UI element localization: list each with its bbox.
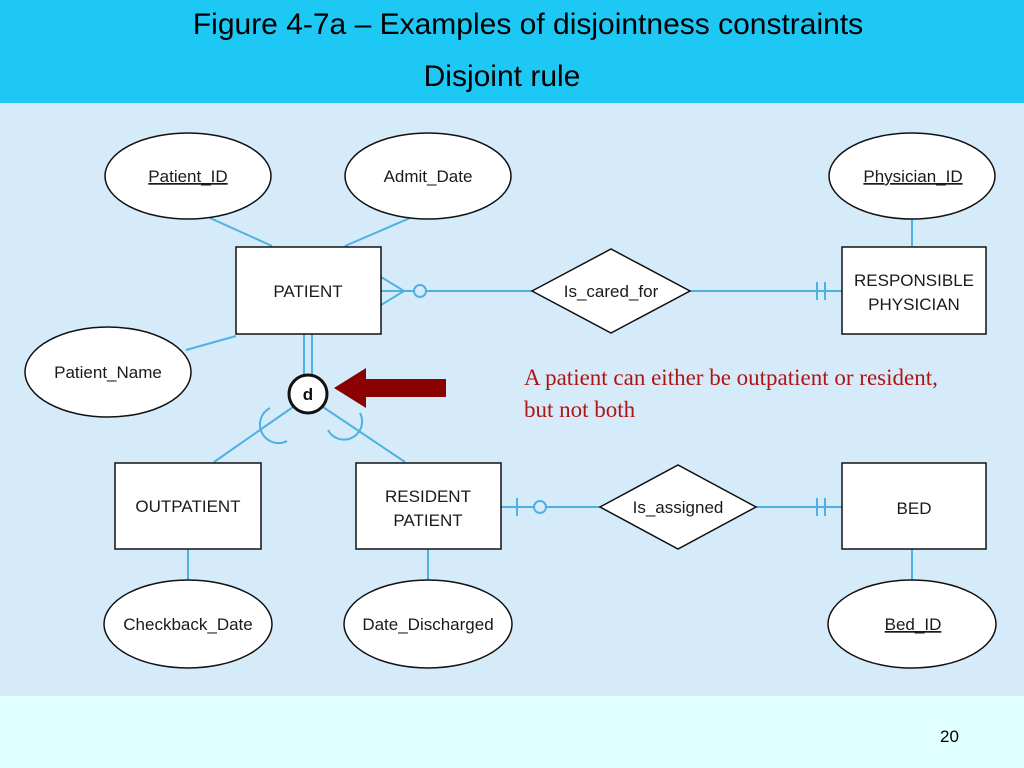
label-patient-id: Patient_ID [148, 167, 227, 186]
relationship-is-cared-for [530, 248, 692, 334]
attribute-physician-id [828, 132, 996, 220]
label-is-cared-for: Is_cared_for [564, 282, 659, 301]
subset-arc-right [327, 412, 364, 441]
label-patient: PATIENT [273, 282, 342, 301]
entity-bed [841, 462, 987, 550]
label-bed: BED [897, 499, 932, 518]
label-bed-id: Bed_ID [885, 615, 942, 634]
entity-patient [235, 246, 382, 335]
label-resident-patient: PATIENT [393, 511, 462, 530]
attribute-bed-id [827, 579, 997, 669]
disjoint-annotation: A patient can either be outpatient or re… [524, 365, 938, 422]
line-patient-id [209, 217, 273, 247]
label-patient-name: Patient_Name [54, 363, 162, 382]
label-responsible: RESPONSIBLE [854, 271, 974, 290]
label-resident: RESIDENT [385, 487, 471, 506]
attribute-date-discharged [343, 579, 513, 669]
label-outpatient: OUTPATIENT [135, 497, 240, 516]
slide-subtitle: Disjoint rule [423, 60, 581, 93]
label-admit-date: Admit_Date [384, 167, 473, 186]
optional-circle-patient [413, 284, 427, 298]
entity-responsible-physician [841, 246, 987, 335]
attribute-patient-name [24, 326, 192, 418]
line-patient-name [185, 335, 237, 351]
attribute-admit-date [344, 132, 512, 220]
line-admit-date [344, 217, 411, 247]
attribute-checkback-date [103, 579, 273, 669]
connector-lines [185, 216, 913, 580]
slide-header [0, 0, 1024, 103]
annotation-arrow [334, 368, 446, 408]
crowfoot-top [380, 276, 405, 292]
line-to-resident [322, 406, 406, 463]
slide-title: Figure 4-7a – Examples of disjointness c… [192, 8, 864, 41]
line-to-outpatient [213, 406, 294, 463]
entity-resident-patient [355, 462, 502, 550]
entity-outpatient [114, 462, 262, 550]
disjoint-symbol: d [303, 385, 313, 404]
label-date-discharged: Date_Discharged [362, 615, 493, 634]
page-number: 20 [940, 727, 959, 746]
label-physician: PHYSICIAN [868, 295, 960, 314]
disjoint-circle [287, 373, 329, 415]
crowfoot-bottom [380, 290, 405, 306]
optional-circle-resident [533, 500, 547, 514]
label-checkback-date: Checkback_Date [123, 615, 252, 634]
attribute-patient-id [104, 132, 272, 220]
relationship-is-assigned [598, 464, 758, 550]
subset-arc-left [258, 407, 288, 445]
label-is-assigned: Is_assigned [633, 498, 724, 517]
label-physician-id: Physician_ID [863, 167, 962, 186]
